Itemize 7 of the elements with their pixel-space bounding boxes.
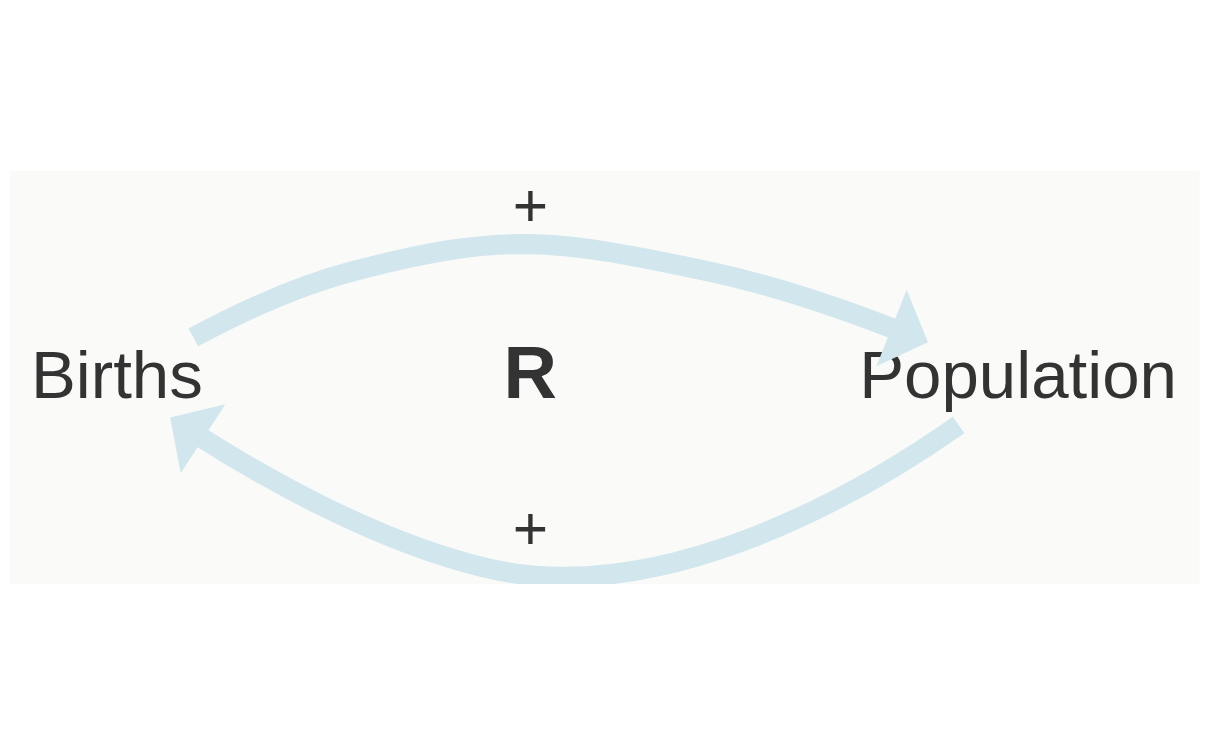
node-text: Births <box>31 336 203 412</box>
edge-label: + <box>512 493 549 562</box>
arrow <box>170 403 965 584</box>
arrow <box>188 233 928 366</box>
node-text: Population <box>859 336 1177 412</box>
label: R <box>503 330 558 414</box>
edge-label: + <box>512 170 549 239</box>
